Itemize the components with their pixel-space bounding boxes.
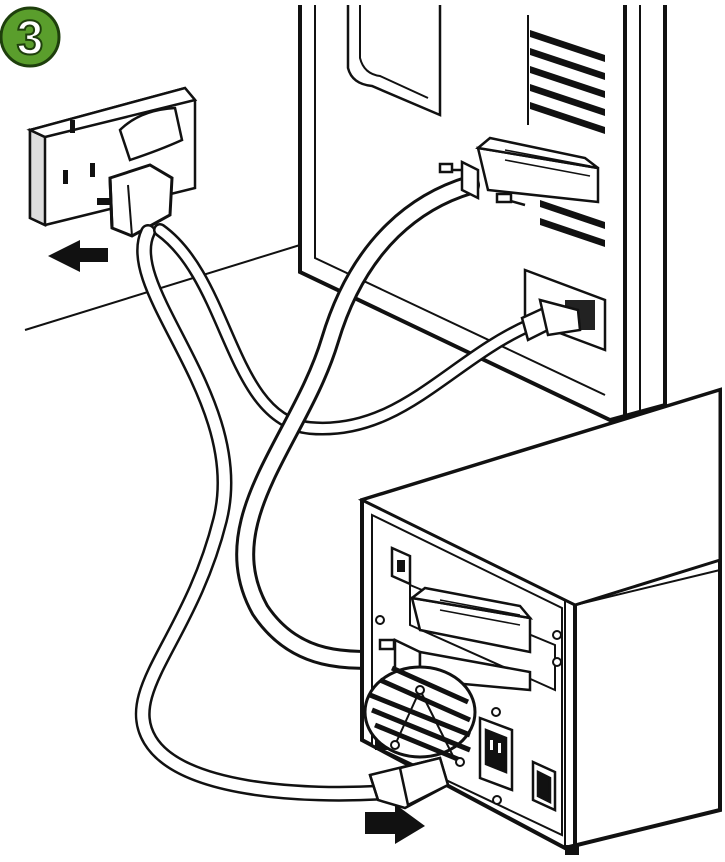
floor-line (24, 244, 301, 331)
scsi-connector-icon (438, 136, 600, 207)
iec-power-plug-icon (368, 756, 450, 810)
power-switch-icon (531, 760, 557, 812)
iec-power-inlet-icon (478, 707, 514, 805)
power-cable-icon (134, 224, 398, 802)
power-switch-icon (390, 546, 412, 586)
arrow-right-icon (365, 804, 425, 844)
scsi-cable-icon (235, 175, 480, 670)
step-number: 3 (17, 12, 44, 65)
arrow-right-icon (48, 240, 108, 272)
tower-vents (530, 30, 605, 247)
power-cable-icon (153, 223, 537, 436)
fan-grille-icon (363, 665, 477, 767)
step-badge-icon: 3 (0, 6, 61, 68)
iec-power-plug-icon (520, 298, 582, 342)
power-plug-icon (97, 163, 174, 238)
step-badge-circle (0, 6, 61, 68)
